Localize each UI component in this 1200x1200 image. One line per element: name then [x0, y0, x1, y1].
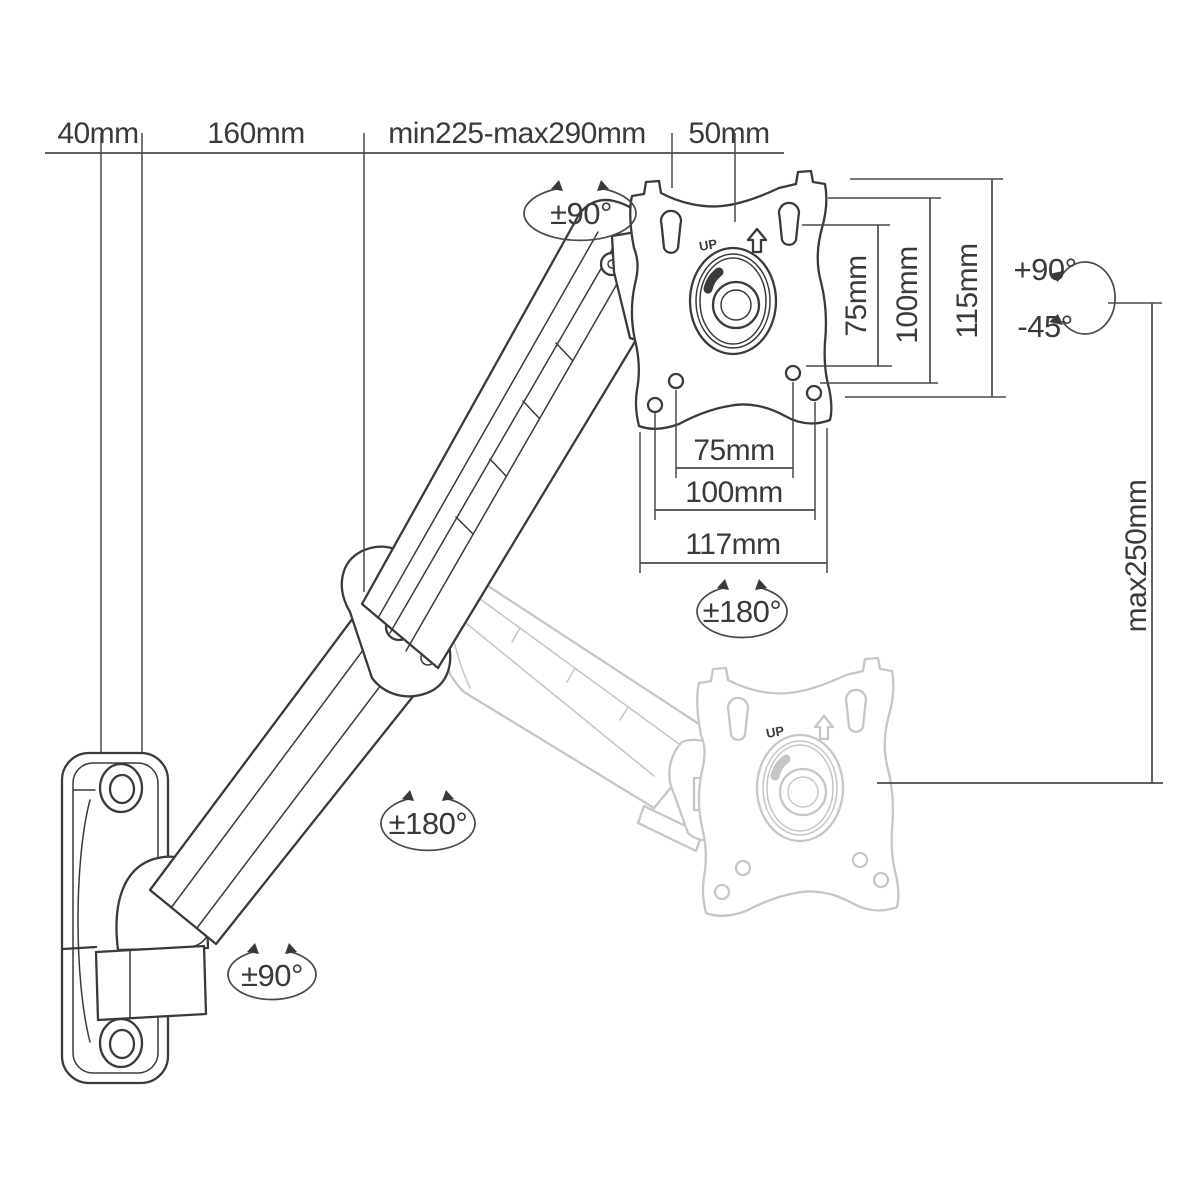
- tilt-arc: [1061, 261, 1116, 335]
- arm-swivel-label: ±180°: [389, 806, 468, 841]
- wall-screw-hole-bottom: [98, 1017, 144, 1069]
- ghost-vesa-plate: [697, 658, 898, 916]
- dim-vesa-plate-height-label: 115mm: [951, 243, 984, 338]
- base-swivel-label: ±90°: [241, 958, 303, 993]
- dim-vesa-vert-outer-label: 100mm: [891, 246, 924, 344]
- vesa-plate: [630, 171, 831, 429]
- dim-vesa-vert-inner-label: 75mm: [840, 255, 873, 336]
- dim-vesa-plate-width-label: 117mm: [685, 528, 780, 561]
- wall-screw-hole-top: [98, 762, 144, 814]
- base-swivel-arc: [227, 950, 317, 1001]
- head-rotate-arc: [696, 586, 788, 639]
- arm-swivel-arc: [380, 797, 476, 852]
- dim-head-label: 50mm: [688, 117, 769, 150]
- dimension-lines: [45, 133, 1163, 784]
- head-swivel-label: ±90°: [550, 196, 612, 231]
- wall-mount-arm: [60, 171, 831, 1085]
- dim-vesa-horiz-outer-label: 100mm: [685, 476, 783, 509]
- head-swivel-arc: [523, 187, 637, 242]
- dim-vesa-horiz-inner-label: 75mm: [693, 434, 774, 467]
- dim-height-range-label: max250mm: [1120, 480, 1153, 633]
- tilt-down-label: -45°: [1017, 309, 1072, 344]
- base-block: [94, 944, 208, 1022]
- ghost-arm-lowered-position: [427, 546, 899, 916]
- dim-lower-arm-label: 160mm: [207, 117, 305, 150]
- dim-extension-range-label: min225-max290mm: [388, 117, 646, 150]
- tilt-up-label: +90°: [1014, 252, 1077, 287]
- ghost-link-bar: [636, 804, 704, 853]
- head-rotate-label: ±180°: [703, 594, 782, 629]
- dim-wall-offset-label: 40mm: [57, 117, 138, 150]
- rotation-annotations: [227, 180, 1116, 1001]
